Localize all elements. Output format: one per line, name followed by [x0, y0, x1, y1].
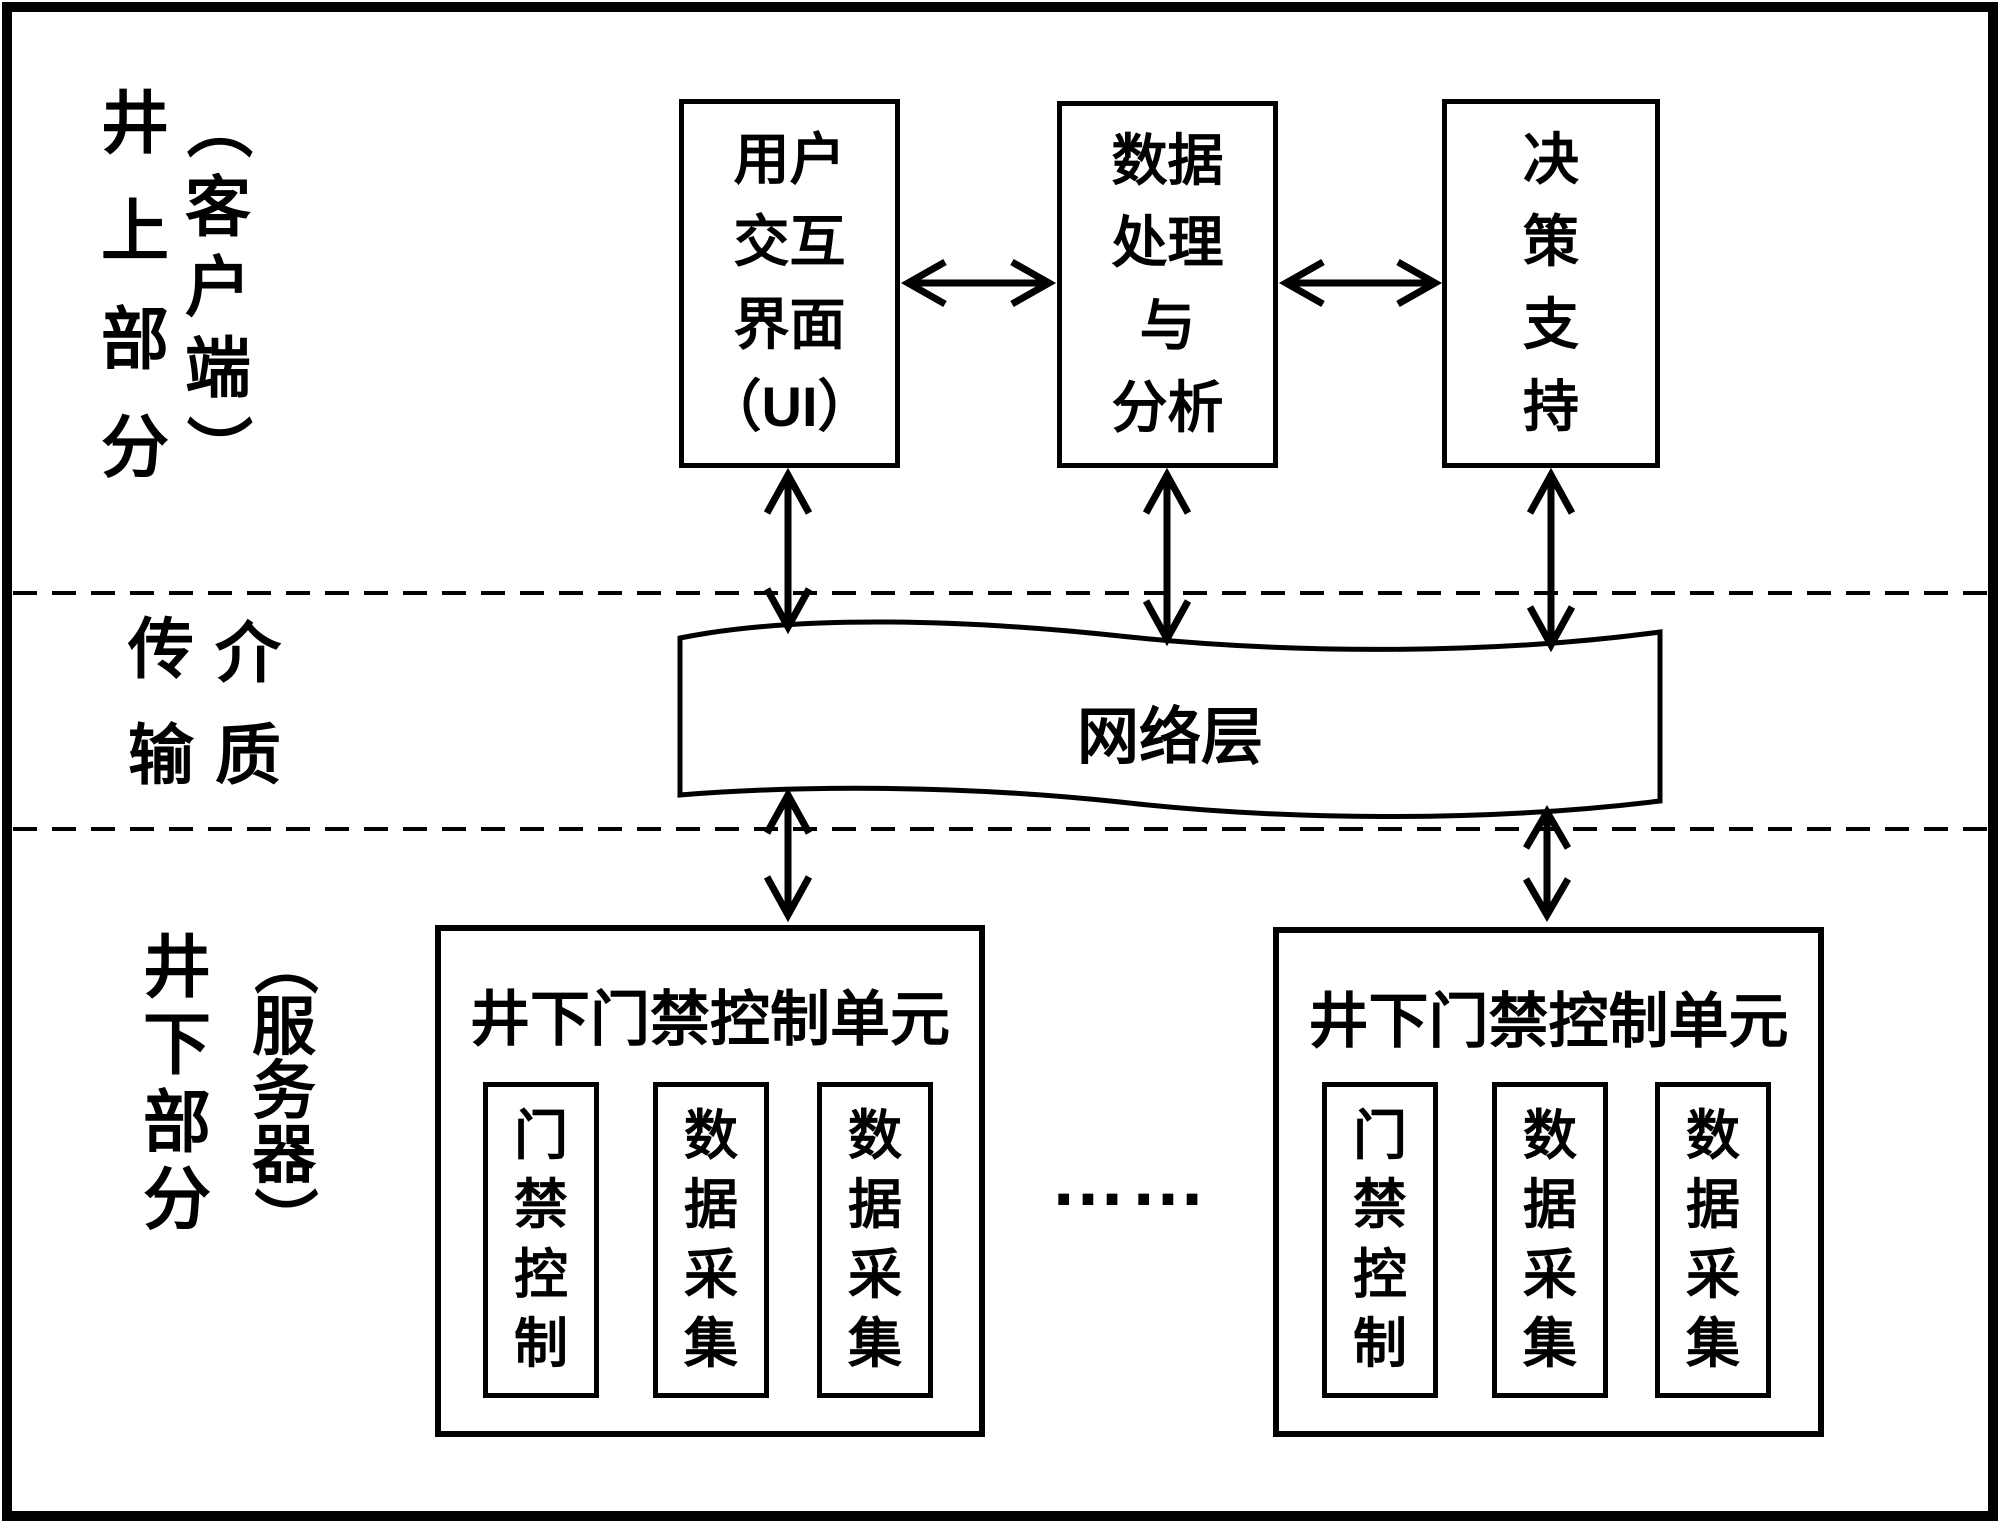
- label-server-paren: （服务器）: [248, 931, 320, 1251]
- module-data-collection-1: 数据采集: [1492, 1082, 1608, 1398]
- module-data-collection-2: 数据采集: [817, 1082, 933, 1398]
- unit-access-control-right: 井下门禁控制单元 门禁控制 数据采集 数据采集: [1273, 927, 1824, 1437]
- label-client-paren: （客户端）: [181, 93, 255, 481]
- label-transmission: 传输: [128, 612, 194, 792]
- units-ellipsis: ……: [1050, 1137, 1210, 1222]
- module-door-control: 门禁控制: [1322, 1082, 1438, 1398]
- box-decision-support: 决策支持: [1442, 99, 1660, 468]
- module-door-control: 门禁控制: [483, 1082, 599, 1398]
- label-medium: 介质: [215, 616, 281, 792]
- box-decision-support-text: 决策支持: [1523, 127, 1579, 439]
- module-data-collection-1: 数据采集: [653, 1082, 769, 1398]
- box-user-interface-text: 用户交互界面（UI）: [705, 127, 874, 439]
- module-data-collection-2: 数据采集: [1655, 1082, 1771, 1398]
- unit-access-control-left: 井下门禁控制单元 门禁控制 数据采集 数据采集: [435, 925, 985, 1437]
- box-data-processing-text: 数据处理与分析: [1111, 129, 1224, 439]
- label-underground-part: 井下部分: [142, 930, 211, 1238]
- box-data-processing: 数据处理与分析: [1057, 101, 1278, 468]
- box-user-interface: 用户交互界面（UI）: [679, 99, 900, 468]
- unit-right-title: 井下门禁控制单元: [1308, 988, 1789, 1055]
- network-layer-label: 网络层: [1076, 703, 1263, 772]
- unit-left-title: 井下门禁控制单元: [470, 986, 950, 1053]
- label-surface-part: 井上部分: [100, 86, 169, 486]
